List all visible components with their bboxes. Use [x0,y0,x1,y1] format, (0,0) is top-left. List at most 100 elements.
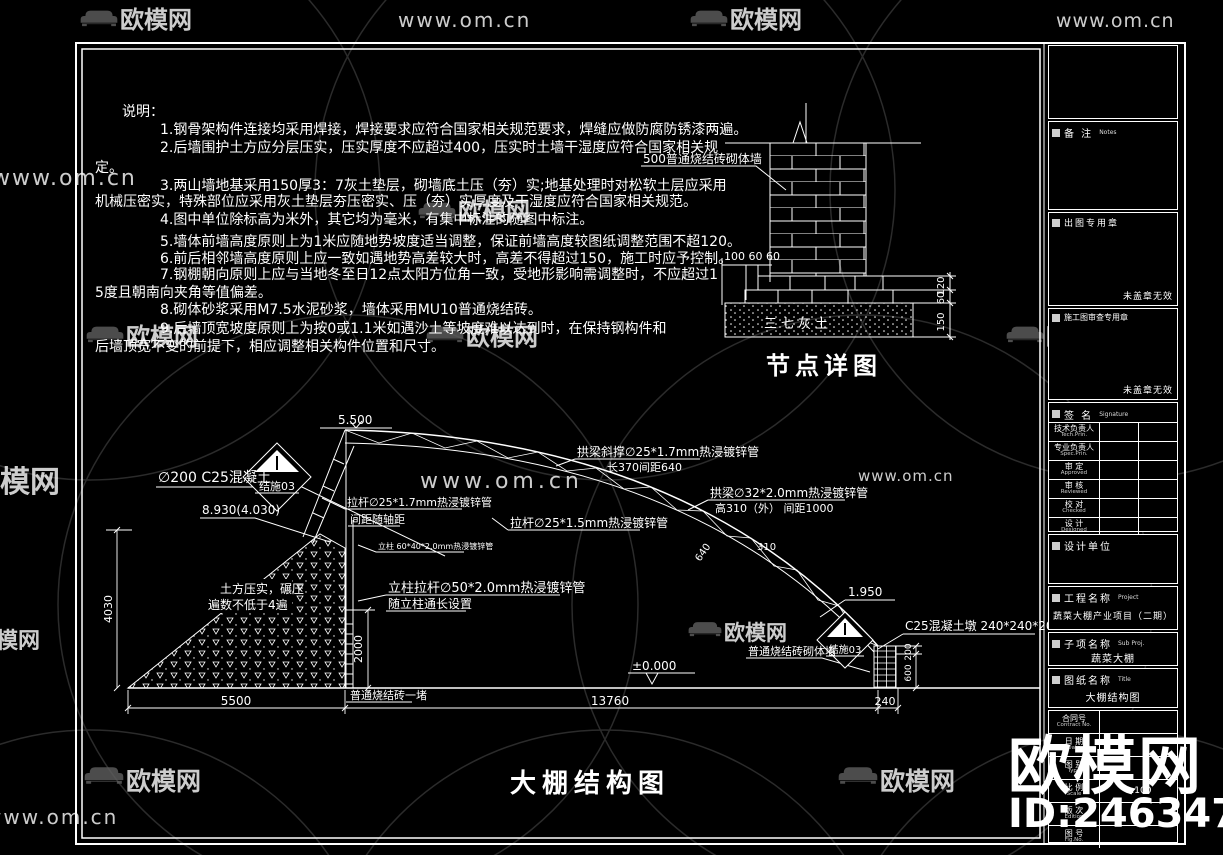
subproject-header-en: Sub Proj. [1118,640,1145,647]
dim-4030: 4030 [102,595,115,623]
note-line: 5度且朝南向夹角等值偏差。 [95,285,272,301]
dim-200: 200 [904,643,914,660]
sign-role: 技术负责人 [1054,424,1094,434]
info-label: 比 例 [1064,783,1084,793]
square-icon [1052,218,1060,227]
watermark-site: www.om.cn [0,805,118,829]
sign-cell [1139,442,1177,460]
signature-header-en: Signature [1099,410,1129,418]
brace-label-2: 长370间距640 [607,461,682,474]
sign-role: 校 对 [1064,500,1084,510]
info-value [1100,757,1177,779]
titleblock-subproject-box: 子项名称 Sub Proj. 蔬菜大棚 [1048,632,1178,666]
tie17-label-1: 拉杆∅25*1.7mm热浸镀锌管 [347,495,492,509]
brace-label-1: 拱梁斜撑∅25*1.7mm热浸镀锌管 [577,444,759,459]
titleblock-notes-box: 备 注 Notes [1048,121,1178,210]
info-value [1100,803,1177,825]
detail-dim-left: 100 60 60 [724,250,780,263]
sofa-watermark-icon [84,767,124,784]
watermark-site: www.om.cn [398,8,531,32]
arch-label-2: 高310（外） 间距1000 [715,501,834,515]
titleblock-empty-box [1048,45,1178,119]
sheet-frame [75,42,1186,845]
dim-5500: 5500 [221,694,252,708]
sign-role: 专业负责人 [1054,443,1094,453]
info-label-en: Edition [1064,814,1084,821]
info-label-en: Fig.No. [1064,837,1084,844]
drawing-title-name: 大棚结构图 [1085,693,1141,704]
watermark-site: www.om.cn [420,469,583,494]
detail-dim-150: 150 [936,312,947,331]
watermark-brand: 欧模网 [880,767,955,796]
note-line: 8.砌体砂浆采用M7.5水泥砂浆，墙体采用MU10普通烧结砖。 [160,302,542,318]
subproject-name: 蔬菜大棚 [1091,654,1135,665]
drawing-title-header-en: Title [1118,676,1131,683]
seal-invalid-note: 未盖章无效 [1122,292,1173,302]
titleblock-drawing-title-box: 图纸名称 Title 大棚结构图 [1048,668,1178,708]
dimension-lines [106,526,922,714]
tie17-label-2: 间距随轴距 [350,512,405,526]
sign-cell [1100,442,1139,460]
info-label: 日 期 [1064,737,1084,747]
square-icon [1052,639,1060,648]
drawing-title-header: 图纸名称 [1064,676,1112,687]
sofa-watermark-icon [1006,326,1044,343]
sign-cell [1100,461,1139,479]
watermark-brand: 欧模网 [0,465,60,500]
sofa-watermark-icon [688,622,722,637]
info-label-en: Date [1067,745,1081,752]
elev-low: 1.950 [848,585,882,599]
note-line: 1.钢骨架构件连接均采用焊接，焊接要求应符合国家相关规范要求，焊缝应做防腐防锈漆… [160,122,748,138]
sign-role: 审 定 [1064,462,1084,472]
sign-cell [1139,423,1177,441]
sign-role-en: Spec.Prin. [1060,451,1088,458]
sign-cell [1100,499,1139,517]
square-icon [1052,128,1060,137]
note-line: 定。 [95,160,123,176]
fill-label-1: 土方压实，碾压 [220,581,304,596]
watermark-site: www.om.cn [858,467,954,485]
watermark-site: www.om.cn [0,166,137,191]
section-marker-right: 结施03 [816,611,874,669]
section-marker-label: 结施03 [829,643,862,656]
gray-watermarks: 欧模网 www.om.cn 欧模网 www.om.cn www.om.cn 欧模… [0,6,1174,829]
info-value [1100,711,1177,733]
info-label: 版 次 [1064,806,1084,816]
column-label: ∅200 C25混凝土 [158,470,271,486]
watermark-brand: 欧模网 [724,621,787,645]
note-line: 2.后墙围护土方应分层压实，压实厚度不应超过400，压实时土墙干湿度应符合国家相… [160,140,719,156]
sign-cell [1139,499,1177,517]
note-line: 机械压密实，特殊部位应采用灰土垫层夯压密实、压（夯）实厚度及干湿度应符合国家相关… [95,194,697,210]
fill-label-backing [210,579,292,613]
seal-invalid-note: 未盖章无效 [1122,386,1173,396]
titleblock-design-unit-box: 设计单位 [1048,534,1178,584]
note-line: 6.前后相邻墙高度原则上应一致如遇地势高差较大时，高差不得超过150，施工时应予… [160,251,733,267]
sign-role-en: Designed [1061,527,1087,534]
sign-role: 审 核 [1064,481,1084,491]
titleblock-project-box: 工程名称 Project 蔬菜大棚产业项目（二期） [1048,586,1178,630]
greenhouse-structure-labels: 5.500 ∅200 C25混凝土 8.930(4.030) 拉杆∅25*1.7… [102,413,1061,799]
note-line: 3.两山墙地基采用150厚3：7灰土垫层，砌墙底土压（夯）实;地基处理时对松软土… [160,178,727,194]
sign-cell [1100,423,1139,441]
design-unit-header: 设计单位 [1064,542,1112,553]
square-icon [1052,675,1060,684]
post-small-label: 立柱 60*40*2.0mm热浸镀锌管 [378,541,493,551]
dim-13760: 13760 [591,694,629,708]
square-icon [1052,541,1060,550]
project-header-en: Project [1118,594,1139,601]
info-value [1100,826,1177,848]
dim-640: 640 [693,542,713,564]
info-label-en: Type [1067,768,1081,775]
review-seal-header: 施工图审查专用章 [1064,313,1128,322]
detail-wall-label: 500普通烧结砖砌体墙 [643,151,762,166]
